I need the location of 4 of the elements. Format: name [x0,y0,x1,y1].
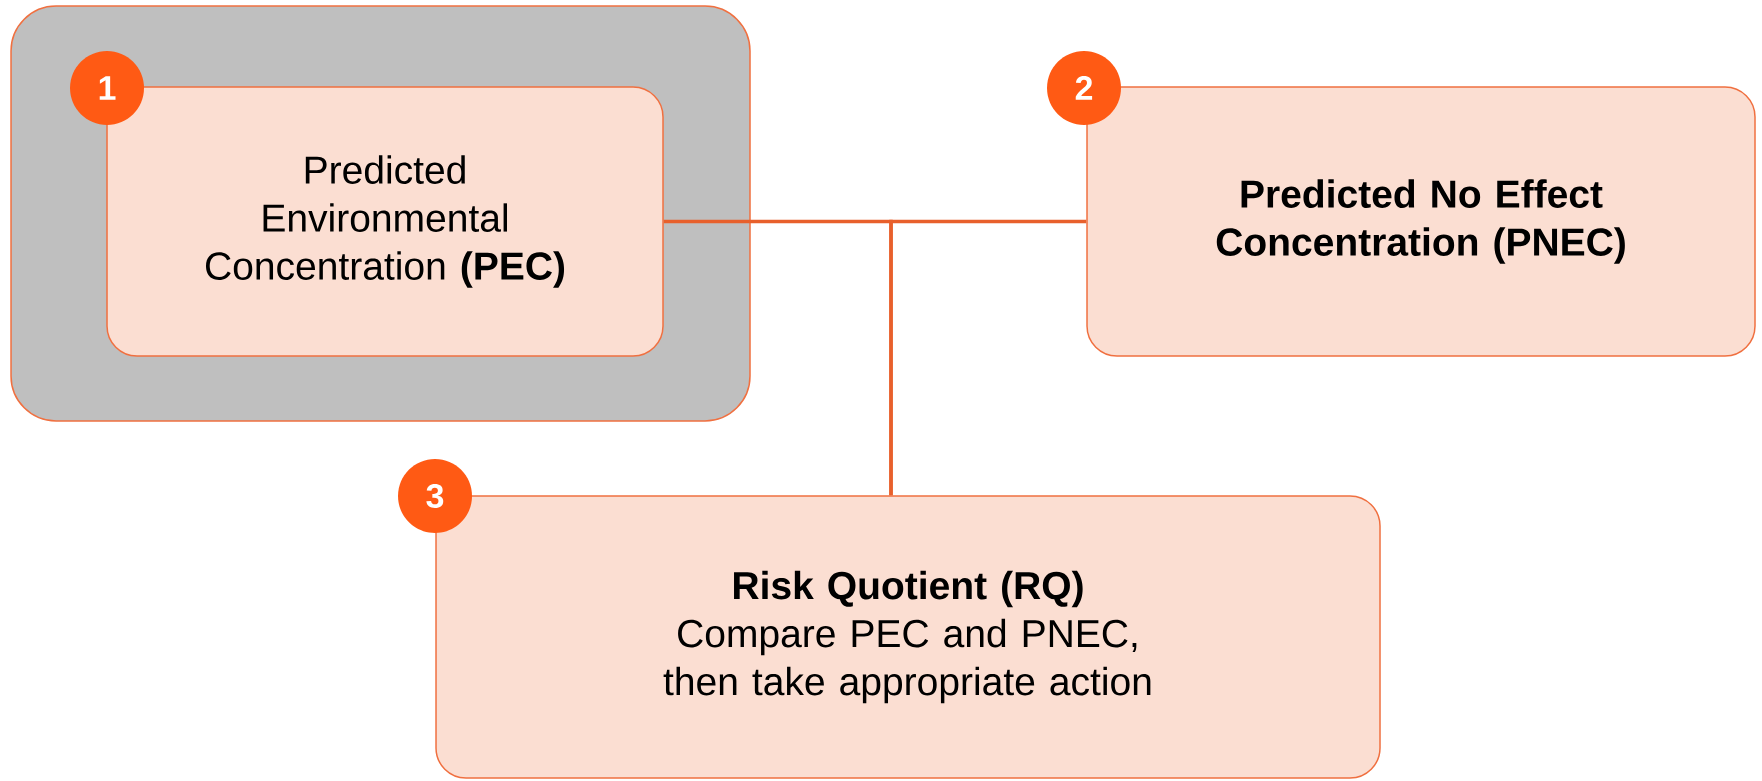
number-badge: 2 [1047,51,1121,125]
number-badge: 1 [70,51,144,125]
connector-line [889,219,1087,496]
number-badge: 3 [398,459,472,533]
